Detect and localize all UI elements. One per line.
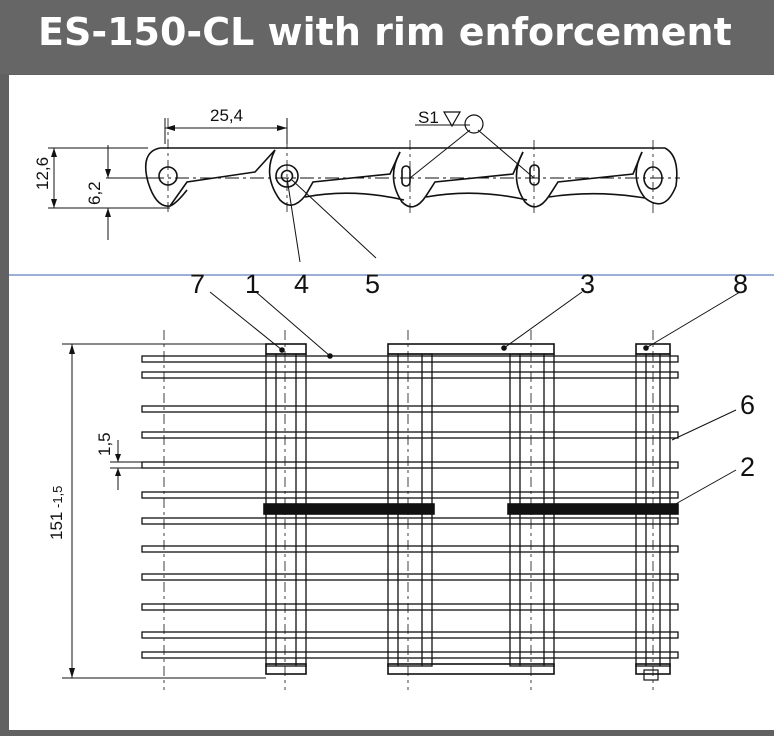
width-tolerance-label: -1,5	[50, 486, 65, 508]
callout-5: 5	[365, 269, 380, 299]
callout-7: 7	[190, 269, 205, 299]
title-bar: ES-150-CL with rim enforcement	[0, 0, 774, 74]
side-view	[48, 111, 680, 263]
callout-6: 6	[740, 390, 755, 420]
callout-4: 4	[294, 269, 309, 299]
callout-1: 1	[245, 269, 260, 299]
surface-mark-label: S1	[418, 108, 439, 127]
pitch-dimension-label: 25,4	[210, 106, 243, 125]
top-view	[62, 291, 741, 690]
center-dimension-label: 6,2	[85, 181, 104, 205]
wire-dimension-label: 1,5	[95, 432, 114, 456]
callout-8: 8	[733, 269, 748, 299]
callout-2: 2	[740, 452, 755, 482]
width-dimension-label: 151	[47, 512, 66, 540]
page-title: ES-150-CL with rim enforcement	[38, 10, 732, 54]
callout-3: 3	[580, 269, 595, 299]
height-dimension-label: 12,6	[33, 157, 52, 190]
